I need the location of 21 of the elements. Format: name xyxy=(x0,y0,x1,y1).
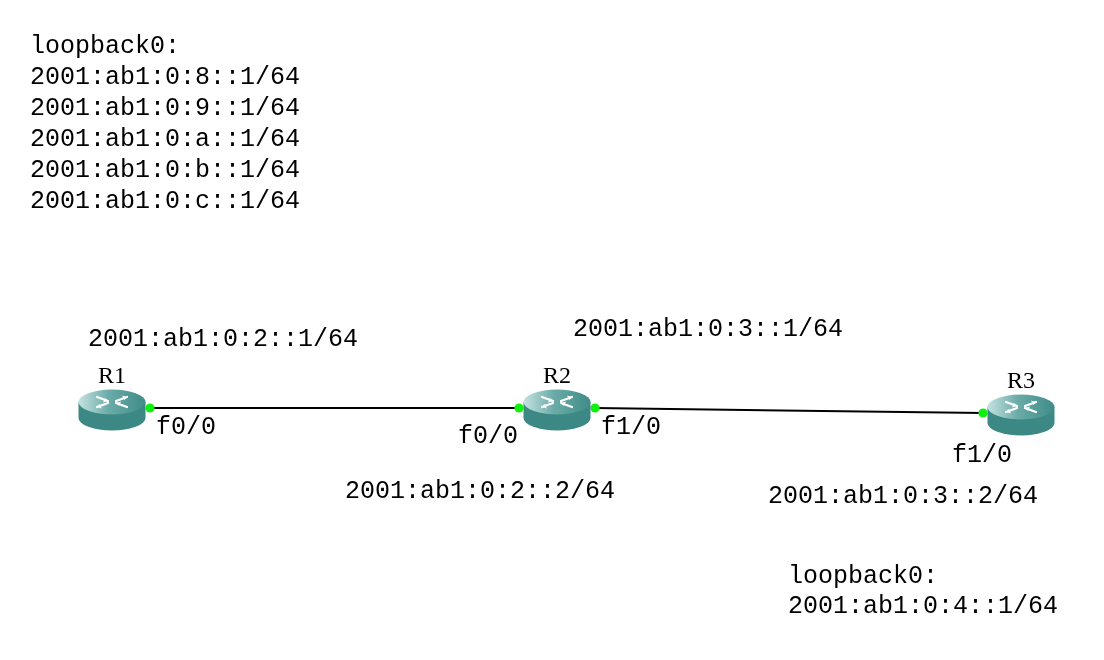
interface-name: f0/0 xyxy=(458,423,518,451)
ipv6-address: 2001:ab1:0:c::1/64 xyxy=(30,188,301,216)
interface-name: f1/0 xyxy=(601,414,661,442)
loopback-name: loopback0: xyxy=(788,563,939,591)
link-line xyxy=(590,403,988,418)
link-line xyxy=(145,403,524,413)
ipv6-address: 2001:ab1:0:b::1/64 xyxy=(30,157,301,185)
ipv6-address: 2001:ab1:0:8::1/64 xyxy=(30,64,301,92)
ipv6-address: 2001:ab1:0:2::1/64 xyxy=(88,326,359,354)
interface-name: f1/0 xyxy=(952,442,1012,470)
ipv6-address: 2001:ab1:0:2::2/64 xyxy=(345,478,616,506)
router-name: R1 xyxy=(98,363,126,387)
ipv6-address: 2001:ab1:0:9::1/64 xyxy=(30,95,301,123)
router-name: R3 xyxy=(1007,368,1035,392)
ipv6-address: 2001:ab1:0:3::1/64 xyxy=(573,316,844,344)
router-name: R2 xyxy=(543,363,571,387)
interface-name: f0/0 xyxy=(156,414,216,442)
ipv6-address: 2001:ab1:0:3::2/64 xyxy=(768,483,1039,511)
loopback-name: loopback0: xyxy=(30,33,181,61)
ipv6-address: 2001:ab1:0:4::1/64 xyxy=(788,593,1059,621)
ipv6-address: 2001:ab1:0:a::1/64 xyxy=(30,126,301,154)
